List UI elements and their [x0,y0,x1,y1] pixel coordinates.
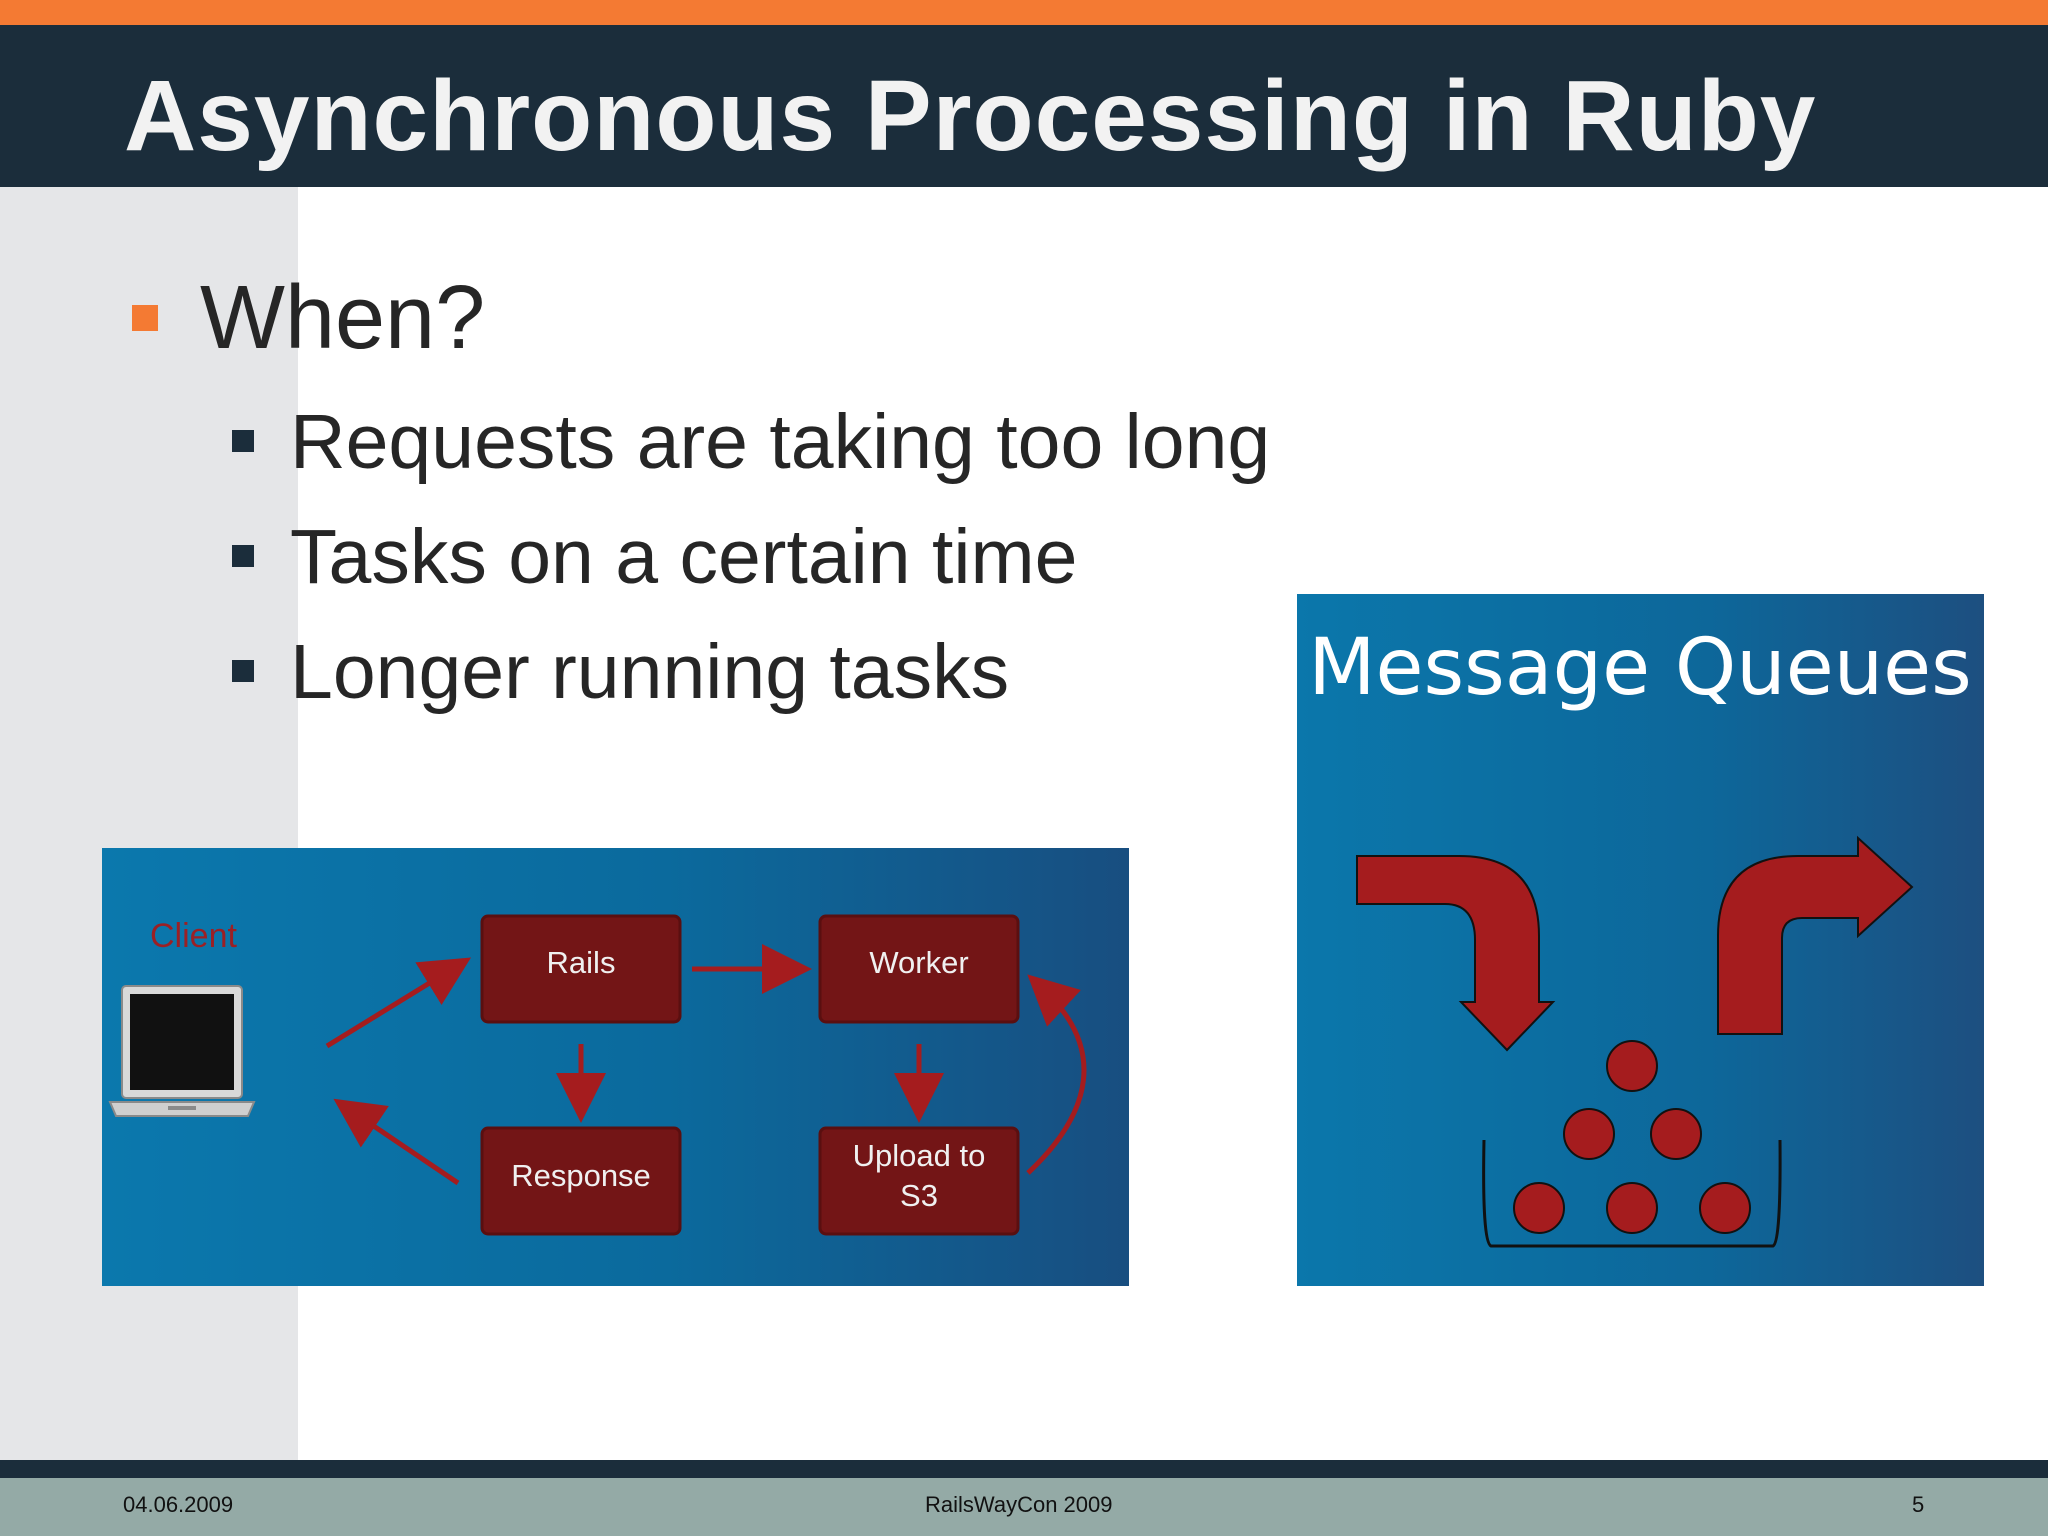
arrow-response-to-client [333,1098,460,1186]
message-queues-title: Message Queues [1308,623,1972,713]
request-flow-diagram: Client Rails Worker Response Upload to S… [102,848,1129,1286]
title-bar [0,25,2048,187]
message-ball [1699,1182,1751,1234]
bullet-marker [132,305,158,331]
upload-label-line2: S3 [900,1178,938,1213]
arrow-upload-to-worker [1026,974,1087,1175]
sub-bullet-marker [232,660,254,682]
arrow-client-to-rails [325,957,472,1049]
sub-bullet-marker [232,545,254,567]
footer-date: 04.06.2009 [123,1492,234,1517]
worker-box: Worker [818,914,1020,1024]
top-accent-bar [0,0,2048,25]
queue-bucket-icon [1482,1139,1782,1248]
footer-bar [0,1478,2048,1536]
sub-bullet-requests: Requests are taking too long [290,399,1271,485]
sub-bullet-tasks-time: Tasks on a certain time [290,514,1078,600]
outgoing-arrow-icon [1717,835,1914,1035]
rails-box: Rails [480,914,682,1024]
flow-arrows [325,944,1087,1186]
sub-bullet-longer-tasks: Longer running tasks [290,629,1010,715]
response-box: Response [480,1126,682,1236]
rails-label: Rails [547,945,616,980]
message-ball [1650,1108,1702,1160]
sub-bullet-marker [232,430,254,452]
message-ball [1513,1182,1565,1234]
slide-title: Asynchronous Processing in Ruby [124,60,1817,172]
footer-page-number: 5 [1912,1492,1925,1517]
laptop-icon [108,985,256,1117]
upload-box: Upload to S3 [818,1126,1020,1236]
message-ball [1563,1108,1615,1160]
queue-messages [1513,1040,1751,1234]
footer-event: RailsWayCon 2009 [925,1492,1113,1517]
incoming-arrow-icon [1356,855,1556,1052]
response-label: Response [511,1158,651,1193]
worker-label: Worker [869,945,968,980]
message-queue-diagram: Message Queues [1297,594,1984,1286]
message-ball [1606,1040,1658,1092]
bullet-when: When? [200,268,486,368]
footer-divider [0,1460,2048,1478]
client-label: Client [150,917,237,955]
upload-label-line1: Upload to [853,1138,986,1173]
message-ball [1606,1182,1658,1234]
